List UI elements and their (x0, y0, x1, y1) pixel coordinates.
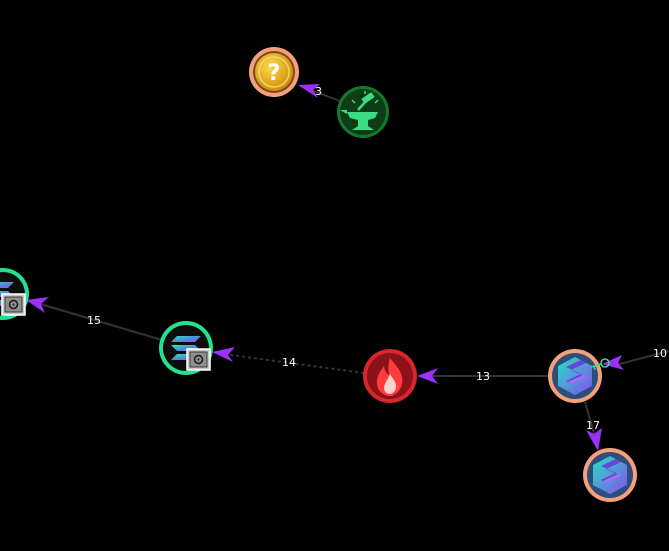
hexagon-token-icon (558, 357, 592, 395)
edge-line-14[interactable] (215, 352, 365, 374)
arrowhead-3 (298, 84, 320, 98)
svg-text:?: ? (268, 61, 281, 86)
edge-line-10[interactable] (611, 350, 669, 367)
edge-label-3: 3 (315, 85, 322, 98)
node-sol-mid[interactable] (159, 321, 213, 375)
edge-label-14: 14 (282, 356, 296, 369)
node-hex-a[interactable] (548, 349, 610, 403)
node-mystery[interactable]: ? (249, 47, 299, 97)
node-anvil[interactable] (337, 86, 389, 138)
nodes-layer: ? (0, 47, 637, 502)
arrowhead-14 (212, 347, 235, 362)
arrowhead-15 (26, 297, 49, 313)
edge-label-13: 13 (476, 370, 490, 383)
key-icon (590, 358, 610, 371)
edge-label-15: 15 (87, 314, 101, 327)
arrowhead-10 (602, 355, 624, 370)
node-hex-b[interactable] (583, 448, 637, 502)
labels-layer: 3 15 14 13 10 17 (87, 85, 667, 432)
safe-icon (186, 348, 211, 371)
flame-icon (376, 358, 403, 396)
arrows-layer (26, 84, 624, 451)
arrowhead-13 (417, 368, 438, 384)
node-sol-left[interactable] (0, 268, 29, 320)
edge-label-10: 10 (653, 347, 667, 360)
edge-label-17: 17 (586, 419, 600, 432)
anvil-hammer-icon (340, 91, 379, 130)
question-coin-icon: ? (258, 56, 290, 88)
hexagon-token-icon (593, 456, 627, 494)
safe-icon (1, 293, 26, 316)
node-fire[interactable] (363, 349, 417, 403)
arrowhead-17 (586, 428, 602, 451)
edge-line-15[interactable] (29, 300, 163, 341)
